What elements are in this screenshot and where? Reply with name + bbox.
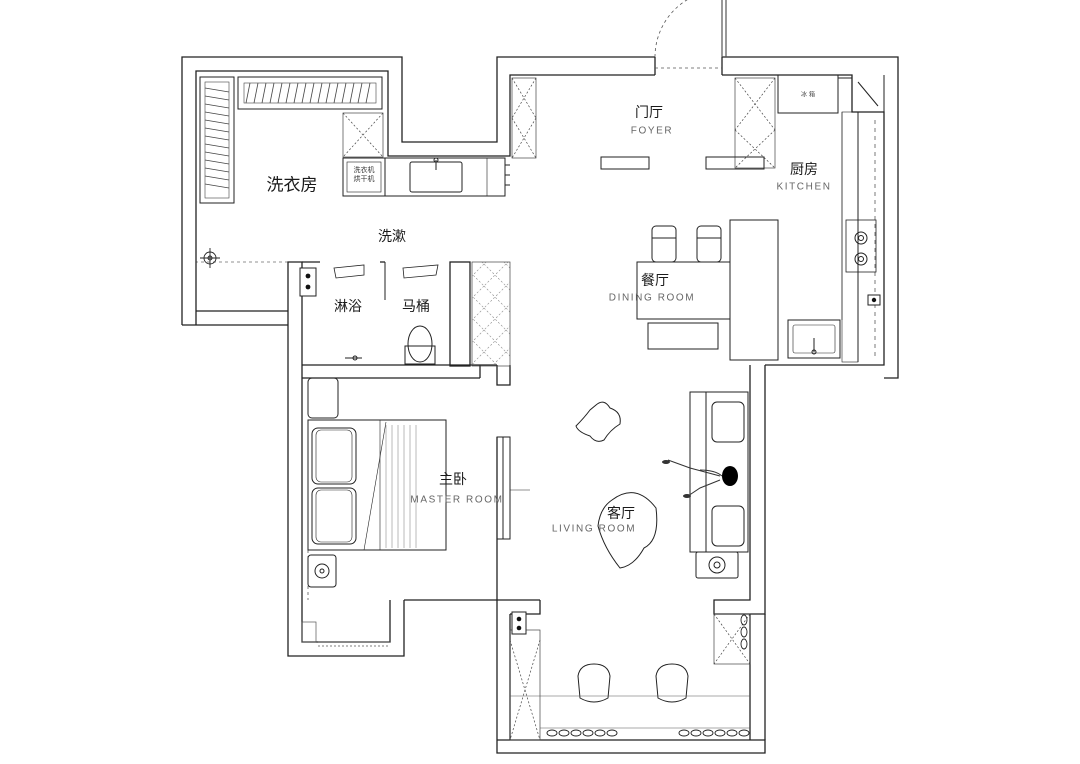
teddy-bear-rug [575, 401, 621, 442]
room-label-dining-en: DINING ROOM [608, 292, 696, 304]
room-label-master: 主卧 [439, 472, 467, 488]
wardrobe-slider [496, 436, 530, 540]
balcony-chairs [577, 663, 689, 703]
balcony-rail [510, 695, 750, 729]
room-label-dining: 餐厅 [641, 273, 669, 289]
bed [307, 377, 447, 600]
bath-outlet-dot-2 [305, 284, 311, 290]
fridge-label: 冰 箱 [801, 91, 815, 99]
room-label-shower: 淋浴 [334, 299, 362, 315]
walls [181, 56, 899, 754]
foyer-screens [600, 156, 765, 170]
room-label-kitchen-en: KITCHEN [776, 181, 832, 193]
room-label-wash: 洗漱 [378, 229, 406, 245]
room-label-living: 客厅 [607, 506, 635, 522]
living-outlet [511, 611, 527, 635]
dryer-label: 烘干机 [353, 175, 375, 183]
bathroom-fixtures [333, 262, 439, 365]
coffee-table [597, 492, 658, 569]
room-label-master-en: MASTER ROOM [410, 494, 504, 506]
room-label-foyer: 门厅 [635, 105, 663, 121]
living-outlet-dot-1 [516, 616, 522, 622]
room-label-toilet: 马桶 [402, 299, 430, 315]
dining-island [636, 219, 779, 361]
kitchen-outlet-dot [871, 297, 877, 303]
person-figure [662, 459, 738, 498]
room-label-laundry: 洗衣房 [266, 175, 318, 196]
bath-outlet [299, 267, 317, 297]
bedroom-window [301, 621, 390, 647]
room-label-kitchen: 厨房 [790, 162, 818, 178]
bath-outlet-dot-1 [305, 273, 311, 279]
room-label-living-en: LIVING ROOM [551, 523, 637, 535]
cabinets [342, 77, 776, 741]
kitchen-counter [777, 74, 885, 363]
laundry-hanging-rack [199, 76, 383, 204]
room-label-foyer-en: FOYER [630, 125, 674, 137]
wash-basin-counter [384, 157, 510, 197]
living-outlet-dot-2 [516, 625, 522, 631]
sofa [689, 391, 749, 579]
bed-wood-texture [385, 425, 417, 548]
floor-drain [200, 248, 220, 268]
entrance-door [654, 0, 727, 69]
balcony-plants [546, 614, 750, 737]
washer-label: 洗衣机 [353, 166, 375, 174]
